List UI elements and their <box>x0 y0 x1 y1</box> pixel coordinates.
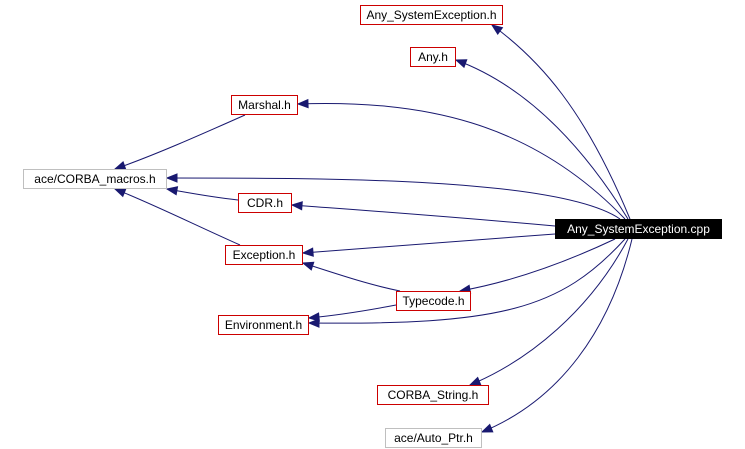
node-typecode-h[interactable]: Typecode.h <box>396 291 471 311</box>
edge-any-system-exception-cpp-to-environment-h <box>307 238 626 328</box>
edge-any-system-exception-cpp-to-any-system-exception-h <box>490 24 631 220</box>
edge-any-system-exception-cpp-to-marshal-h <box>296 98 626 220</box>
edge-line <box>481 238 633 433</box>
edge-any-system-exception-cpp-to-ace-corba-macros-h <box>165 173 621 220</box>
edge-line <box>308 304 397 319</box>
edge-line <box>114 114 246 170</box>
edge-exception-h-to-ace-corba-macros-h <box>113 188 241 246</box>
node-marshal-h[interactable]: Marshal.h <box>231 95 298 115</box>
edge-line <box>491 24 631 220</box>
node-cdr-h[interactable]: CDR.h <box>238 193 292 213</box>
arrowhead-icon <box>468 376 482 386</box>
edge-any-system-exception-cpp-to-exception-h <box>301 233 556 257</box>
arrowhead-icon <box>301 261 315 271</box>
node-exception-h[interactable]: Exception.h <box>225 245 303 265</box>
node-ace-corba-macros-h[interactable]: ace/CORBA_macros.h <box>23 169 167 189</box>
edge-line <box>302 233 556 254</box>
node-any-systemexception-cpp[interactable]: Any_SystemException.cpp <box>555 219 722 239</box>
node-corba-string-h[interactable]: CORBA_String.h <box>377 385 489 405</box>
edge-any-system-exception-cpp-to-corba-string-h <box>468 238 629 386</box>
node-any-systemexception-h[interactable]: Any_SystemException.h <box>360 5 503 25</box>
node-ace-auto-ptr-h[interactable]: ace/Auto_Ptr.h <box>385 428 482 448</box>
edge-line <box>302 262 401 292</box>
arrowhead-icon <box>165 173 178 183</box>
edge-any-system-exception-cpp-to-cdr-h <box>290 201 556 227</box>
node-any-h[interactable]: Any.h <box>410 47 456 67</box>
edge-line <box>455 59 629 220</box>
edge-any-system-exception-cpp-to-ace-auto-ptr-h <box>480 238 633 433</box>
arrowhead-icon <box>307 312 320 322</box>
arrowhead-icon <box>165 186 179 196</box>
edge-line <box>166 188 239 201</box>
edge-line <box>114 188 241 246</box>
arrowhead-icon <box>480 423 494 433</box>
arrowhead-icon <box>490 24 504 36</box>
edge-cdr-h-to-ace-corba-macros-h <box>165 186 239 201</box>
arrowhead-icon <box>307 318 320 328</box>
edge-line <box>291 204 556 227</box>
edge-line <box>459 238 616 292</box>
edge-typecode-h-to-environment-h <box>307 304 397 322</box>
edge-line <box>308 238 626 324</box>
edge-marshal-h-to-ace-corba-macros-h <box>113 114 246 171</box>
arrowhead-icon <box>290 201 303 211</box>
arrowhead-icon <box>296 98 309 109</box>
arrowhead-icon <box>301 247 314 257</box>
edge-any-system-exception-cpp-to-any-h <box>454 59 629 220</box>
edge-line <box>297 103 626 220</box>
edge-line <box>166 177 621 220</box>
edge-any-system-exception-cpp-to-typecode-h <box>458 238 616 294</box>
edge-typecode-h-to-exception-h <box>301 261 401 292</box>
arrowhead-icon <box>113 188 127 198</box>
arrowhead-icon <box>454 59 468 69</box>
edge-line <box>469 238 629 386</box>
node-environment-h[interactable]: Environment.h <box>218 315 309 335</box>
